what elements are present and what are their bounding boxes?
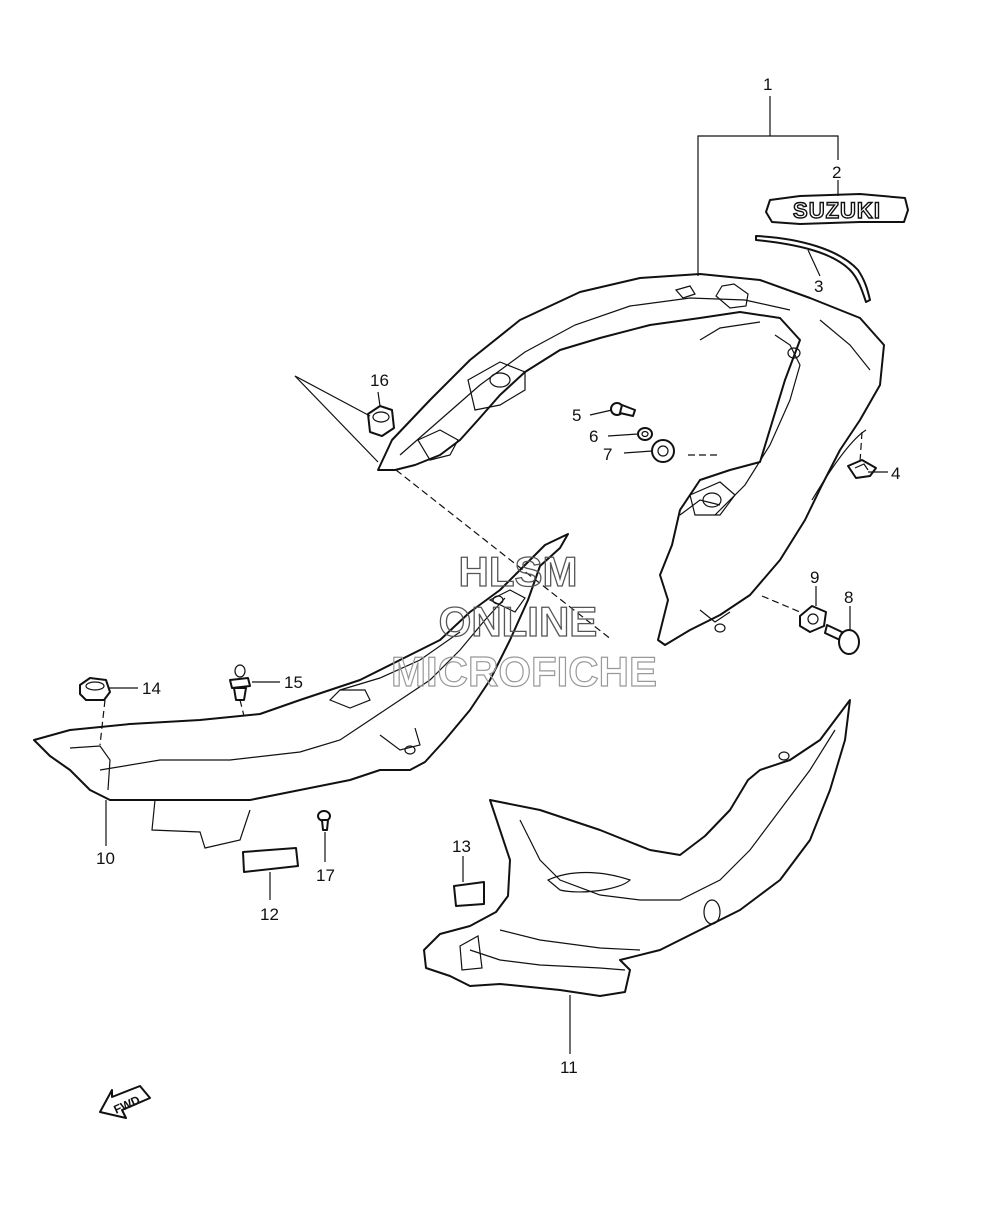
callout-7: 7 [603,445,612,464]
tail-cowl-part-1 [377,273,885,646]
frame-cover-right-part-11 [423,699,851,997]
callout-2: 2 [832,163,841,182]
callout-9: 9 [810,568,819,587]
forward-arrow-icon: FWD [99,1085,151,1119]
callout-8: 8 [844,588,853,607]
grommet-part-16 [367,405,395,437]
bolt-part-8 [824,624,860,655]
grommet-part-7 [651,439,675,463]
screw-part-17 [317,810,331,831]
pad-part-13 [453,881,485,907]
watermark-line2: ONLINE [439,598,598,645]
emblem-text: SUZUKI [793,198,881,223]
callout-5: 5 [572,406,581,425]
callout-14: 14 [142,679,161,698]
callout-3: 3 [814,277,823,296]
callout-6: 6 [589,427,598,446]
watermark: HLSM ONLINE MICROFICHE [390,547,657,695]
pad-part-12 [242,847,299,873]
callout-1: 1 [763,75,772,94]
alignment-lines [99,375,863,746]
washer-part-6 [637,427,653,441]
callout-labels: 1 2 3 4 5 6 7 8 9 10 11 12 13 14 15 16 1… [96,75,900,1077]
trim-stripe-part-3 [755,235,871,303]
watermark-line1: HLSM [459,548,578,595]
callout-4: 4 [891,464,900,483]
leader-lines [105,96,888,1054]
callout-15: 15 [284,673,303,692]
grommet-part-9 [799,605,827,633]
watermark-line3: MICROFICHE [391,648,657,695]
callout-11: 11 [560,1058,578,1077]
callout-16: 16 [370,371,389,390]
callout-12: 12 [260,905,279,924]
screw-part-5 [610,402,636,417]
callout-10: 10 [96,849,115,868]
callout-17: 17 [316,866,335,885]
push-rivet-part-15 [229,664,251,701]
callout-13: 13 [452,837,471,856]
frame-cover-left-part-10 [33,533,569,849]
clip-nut-part-4 [847,459,877,479]
suzuki-emblem-part-2: SUZUKI [765,193,909,225]
grommet-part-14 [79,677,111,701]
